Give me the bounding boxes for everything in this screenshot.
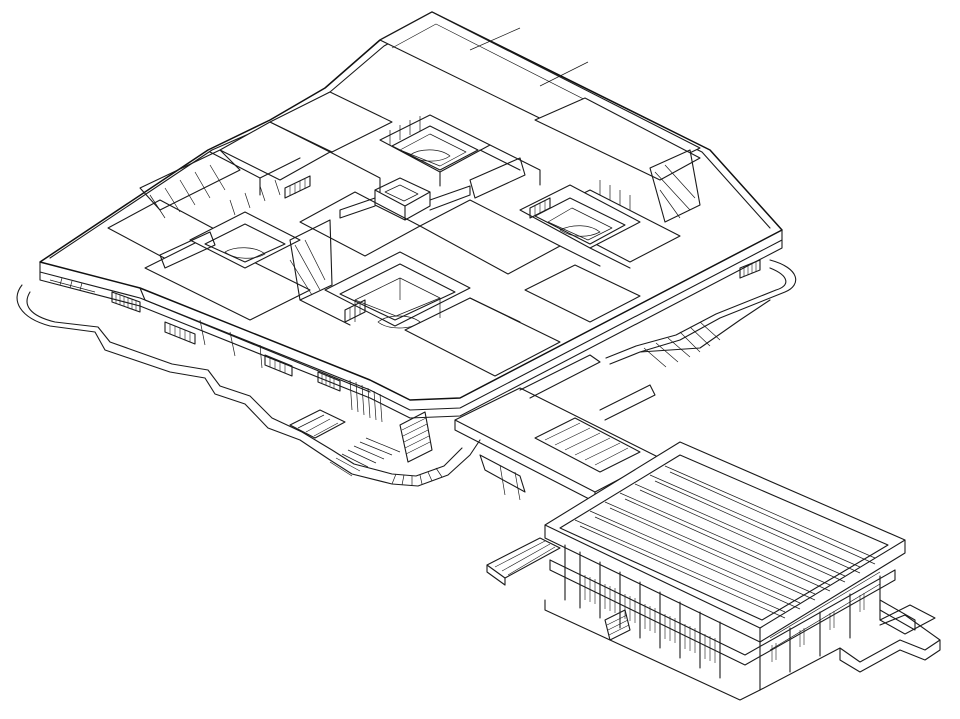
main-building-site-plinth <box>16 259 797 487</box>
secondary-building <box>486 441 941 701</box>
main-building-wing-details <box>139 116 631 423</box>
connecting-bridge <box>454 354 661 503</box>
central-pavilion <box>339 177 471 221</box>
main-facade-windows <box>49 175 761 392</box>
diagonal-trusses <box>139 149 701 301</box>
main-stairs <box>289 409 433 463</box>
